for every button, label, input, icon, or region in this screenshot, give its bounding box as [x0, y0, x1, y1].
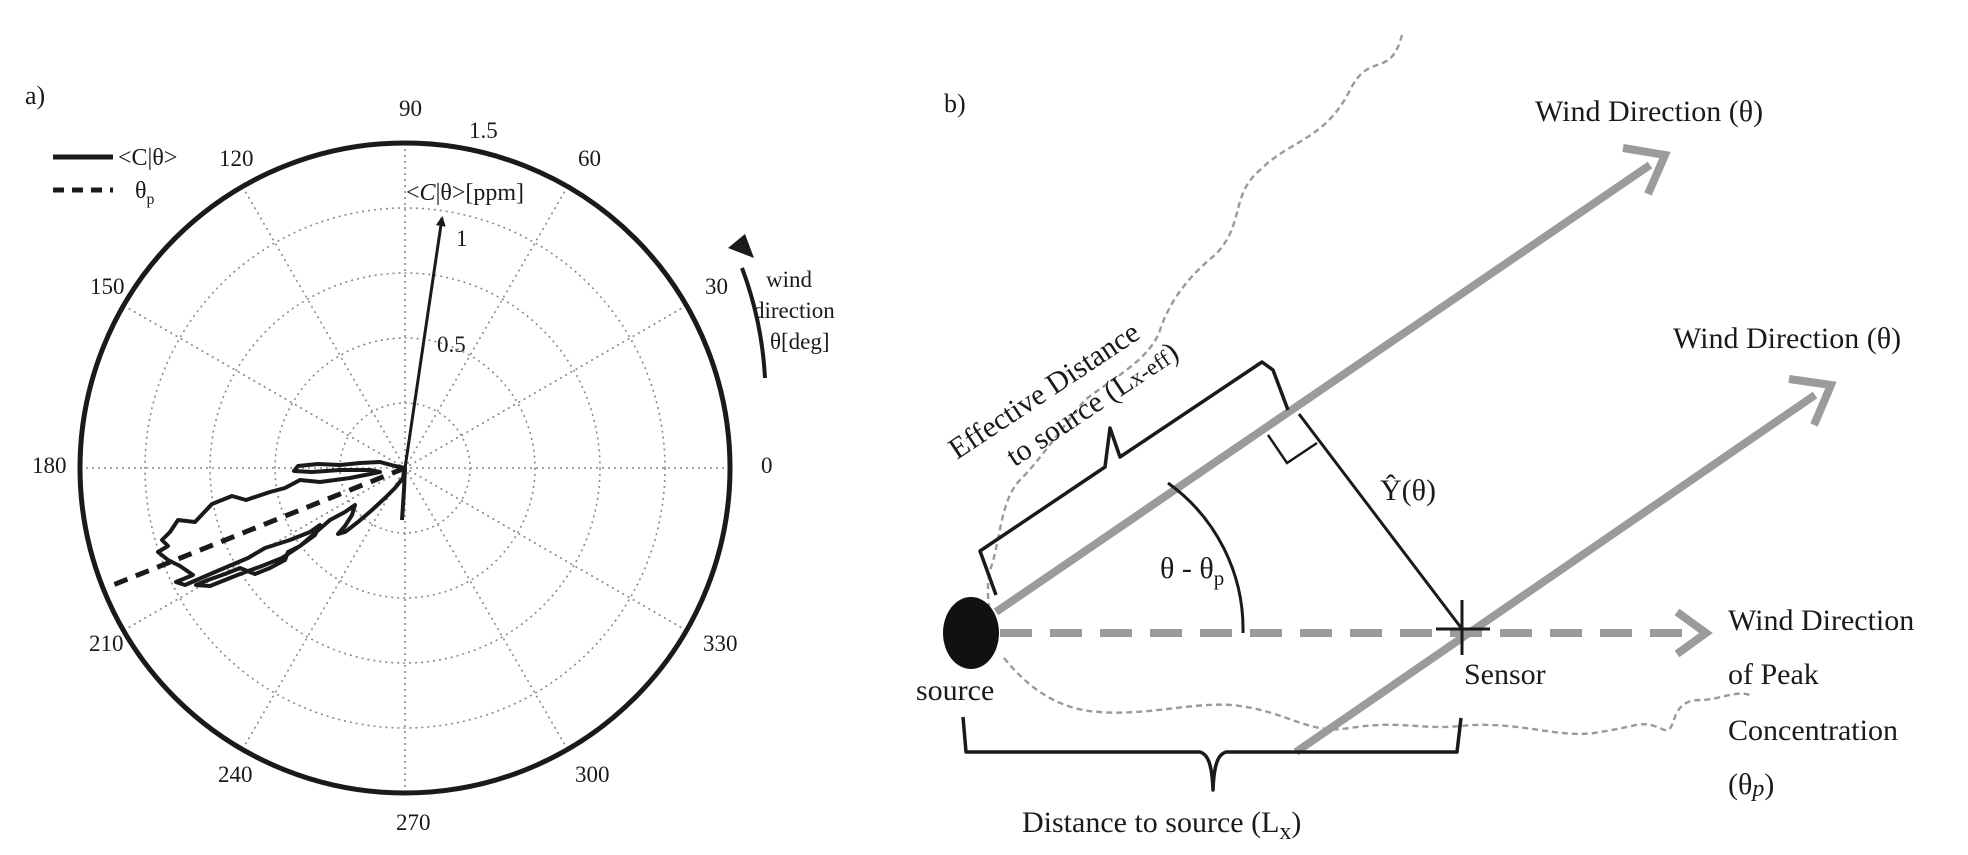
polar-ring-3	[209, 272, 601, 664]
wind-direction-label: wind direction θ[deg]	[753, 267, 835, 354]
svg-text:Concentration: Concentration	[1728, 714, 1898, 747]
angle-label-330: 330	[703, 631, 738, 656]
angle-label-210: 210	[89, 631, 124, 656]
svg-text:wind: wind	[766, 267, 813, 292]
polar-outer-circle	[77, 140, 733, 796]
concentration-axis-label: <C|θ>[ppm]	[406, 180, 524, 206]
legend-dashed-label: θp	[135, 178, 155, 208]
angle-label-240: 240	[218, 762, 253, 787]
svg-text:direction: direction	[753, 298, 835, 323]
polar-ring-2	[274, 337, 536, 599]
source-label: source	[916, 674, 994, 707]
svg-text:Wind Direction: Wind Direction	[1728, 604, 1914, 637]
effective-distance-label: Effective Distance to source (Lx-eff)	[943, 316, 1185, 474]
wind-direction-arrowhead-2-icon	[1788, 375, 1837, 427]
svg-text:of Peak: of Peak	[1728, 658, 1819, 691]
angle-label-30: 30	[705, 274, 728, 299]
angle-label-300: 300	[575, 762, 610, 787]
wind-direction-arc-arrow	[740, 267, 767, 379]
concentration-trace	[156, 460, 407, 588]
concentration-arrow	[403, 216, 446, 469]
angle-label-0: 0	[761, 453, 773, 478]
svg-text:θ[deg]: θ[deg]	[770, 329, 830, 354]
legend-solid-label: <C|θ>	[118, 145, 177, 171]
panel-a-label: a)	[25, 81, 45, 110]
wind-direction-arrow-1	[993, 161, 1653, 616]
angle-label-270: 270	[396, 810, 431, 835]
plume-boundary-upper	[986, 34, 1404, 636]
angle-label-150: 150	[90, 274, 125, 299]
angle-arc	[1167, 481, 1245, 634]
angle-label-60: 60	[578, 146, 601, 171]
right-angle-marker	[1266, 434, 1318, 465]
wind-direction-arrowhead-1-icon	[1622, 144, 1671, 196]
radial-label-0-5: 0.5	[437, 332, 466, 357]
distance-bracket	[961, 716, 1463, 792]
angle-labels: 90 60 30 0 330 300 270 240 210 180 150 1…	[32, 96, 773, 835]
peak-direction-dashed-line	[107, 465, 406, 590]
angle-label-180: 180	[32, 453, 67, 478]
effective-distance-bracket	[978, 360, 1290, 596]
peak-direction-label: Wind Direction of Peak Concentration (θp…	[1728, 604, 1914, 802]
panel-b-label: b)	[944, 89, 966, 118]
yhat-label: Ŷ(θ)	[1380, 474, 1436, 507]
svg-text:(θp): (θp)	[1728, 768, 1774, 802]
theta-difference-label: θ - θp	[1160, 552, 1224, 590]
sensor-label: Sensor	[1464, 658, 1546, 691]
wind-direction-arrowhead-icon	[728, 234, 754, 258]
wind-direction-label-1: Wind Direction (θ)	[1535, 95, 1763, 128]
peak-direction-arrowhead-icon	[1674, 608, 1713, 658]
radial-label-1: 1	[456, 226, 468, 251]
wind-direction-arrow-2	[1293, 391, 1818, 756]
panel-b: b) Wind Direction (θ) Wind Direction (θ)…	[916, 34, 1914, 845]
angle-label-90: 90	[399, 96, 422, 121]
angle-label-120: 120	[219, 146, 254, 171]
distance-label: Distance to source (Lx)	[1022, 806, 1301, 845]
polar-ring-4	[144, 207, 666, 729]
panel-a: a) <C|θ> θp 90 60 30 0 330 300 270 240 2…	[25, 81, 835, 835]
legend: <C|θ> θp	[53, 145, 177, 208]
radial-label-1-5: 1.5	[469, 118, 498, 143]
wind-direction-label-2: Wind Direction (θ)	[1673, 322, 1901, 355]
source-marker	[943, 597, 999, 669]
plume-boundary-lower	[1003, 657, 1751, 736]
radial-labels: 1.5 1 0.5	[437, 118, 498, 357]
perpendicular-line	[1297, 413, 1464, 630]
